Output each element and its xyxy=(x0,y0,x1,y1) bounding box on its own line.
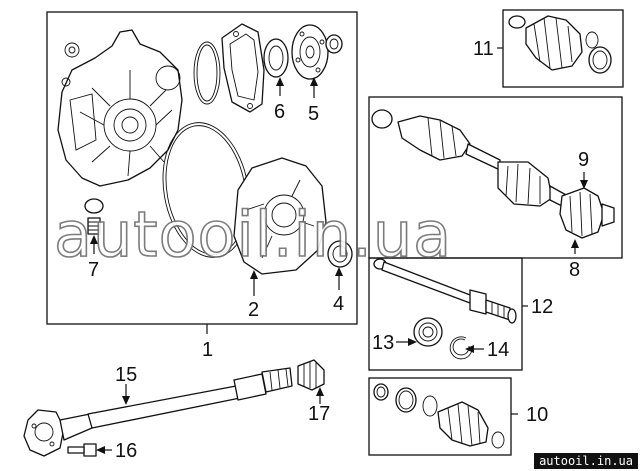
snap-ring-14 xyxy=(449,336,473,360)
callout-12: 12 xyxy=(531,296,553,318)
rear-cover-2 xyxy=(233,157,327,275)
callout-10: 10 xyxy=(526,404,548,426)
callout-7: 7 xyxy=(88,259,99,281)
callout-11: 11 xyxy=(473,38,494,60)
cv-joint-8 xyxy=(559,187,615,239)
coupling-17 xyxy=(297,359,325,391)
propeller-shaft-15 xyxy=(23,367,293,457)
o-ring-small xyxy=(193,41,221,105)
intermediate-shaft-12 xyxy=(373,258,517,324)
callout-15: 15 xyxy=(115,364,137,386)
group-box-10 xyxy=(368,377,512,456)
callout-6: 6 xyxy=(274,101,285,123)
callout-1: 1 xyxy=(202,339,213,361)
watermark: autooil.in.ua xyxy=(54,198,452,271)
callout-8: 8 xyxy=(569,259,580,281)
plug-7 xyxy=(84,198,104,235)
bearing-13 xyxy=(413,317,443,347)
bolt-16 xyxy=(67,443,97,457)
axle-shaft-9 xyxy=(371,109,569,209)
seal-6 xyxy=(263,38,289,78)
differential-housing xyxy=(57,29,183,187)
boot-kit-11 xyxy=(508,15,612,74)
site-label[interactable]: autooil.in.ua xyxy=(534,453,638,469)
callout-2: 2 xyxy=(248,299,259,321)
callout-14: 14 xyxy=(487,339,509,361)
callout-9: 9 xyxy=(578,149,589,171)
group-box-1 xyxy=(46,11,358,325)
callout-4: 4 xyxy=(333,293,344,315)
group-box-12 xyxy=(368,257,523,371)
callout-16: 16 xyxy=(115,440,137,462)
boot-kit-10 xyxy=(373,383,505,449)
flange-5 xyxy=(291,24,329,80)
seal-4 xyxy=(327,240,353,268)
nut xyxy=(325,34,343,54)
callout-13: 13 xyxy=(372,332,394,354)
gasket-plate xyxy=(221,23,265,113)
callout-5: 5 xyxy=(308,103,319,125)
callout-17: 17 xyxy=(308,403,330,425)
